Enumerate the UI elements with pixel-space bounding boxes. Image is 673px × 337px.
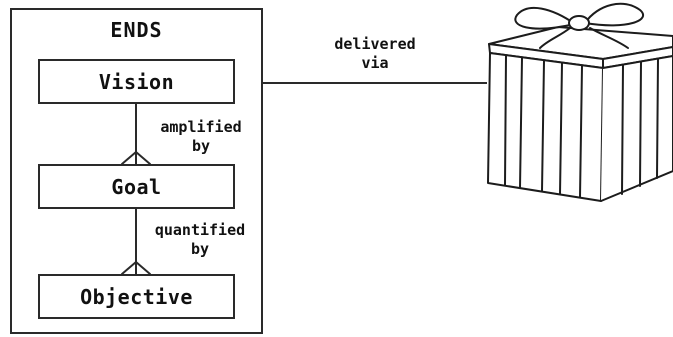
ends-title: ENDS — [110, 18, 163, 42]
delivered-via-label-line-2: via — [361, 54, 389, 72]
delivered-via-label-line-1: delivered — [334, 35, 416, 53]
gift-box-icon — [487, 2, 673, 202]
amplified-by-label-line-2: by — [191, 137, 211, 155]
amplified-by-label: amplified by — [146, 118, 256, 156]
quantified-by-label-line-2: by — [190, 240, 210, 258]
goal-node: Goal — [38, 164, 235, 209]
vision-node: Vision — [38, 59, 235, 104]
amplified-by-label-line-1: amplified — [160, 118, 242, 136]
quantified-by-label-line-1: quantified — [154, 221, 246, 239]
delivered-via-label: delivered via — [315, 35, 435, 73]
quantified-by-label: quantified by — [144, 221, 256, 259]
objective-node: Objective — [38, 274, 235, 319]
